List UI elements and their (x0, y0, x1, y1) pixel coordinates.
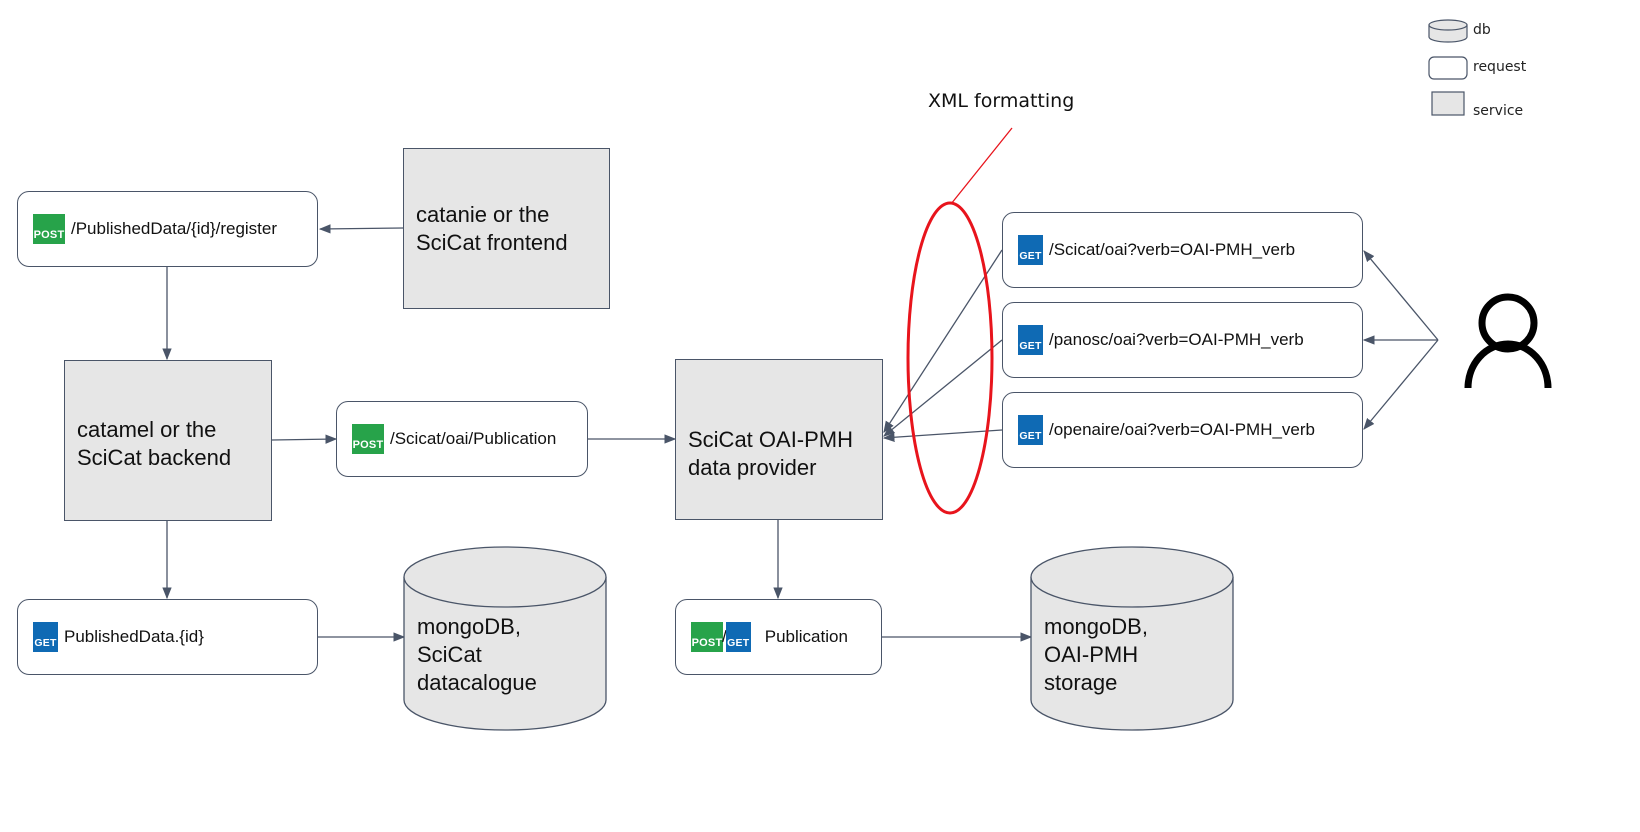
edge-panosc-oai-to-provider (883, 339, 1003, 437)
service-backend[interactable]: catamel or the SciCat backend (64, 360, 272, 521)
edge-frontend-to-register (318, 224, 404, 234)
get-method-badge: GET (1018, 415, 1043, 445)
legend-service-label: service (1473, 103, 1524, 119)
legend-db-icon (1428, 19, 1468, 43)
request-register[interactable]: POST /PublishedData/{id}/register (17, 191, 318, 267)
db-datacatalogue-label: mongoDB, SciCat datacalogue (417, 614, 537, 695)
edge-backend-to-publication-post (271, 434, 338, 444)
legend-service-icon (1431, 91, 1465, 116)
service-oai-pmh-provider[interactable]: SciCat OAI-PMH data provider (675, 359, 883, 520)
get-method-badge: GET (1018, 235, 1043, 265)
legend-db-label: db (1473, 22, 1491, 38)
edge-user-to-openaire-oai (1363, 339, 1439, 430)
request-publication-post[interactable]: POST /Scicat/oai/Publication (336, 401, 588, 477)
legend-request-label: request (1473, 59, 1527, 75)
post-method-badge: POST (33, 214, 65, 244)
get-method-badge: GET (33, 622, 58, 652)
request-scicat-oai[interactable]: GET /Scicat/oai?verb=OAI-PMH_verb (1002, 212, 1363, 288)
legend-request-icon (1428, 56, 1468, 80)
request-path: /openaire/oai?verb=OAI-PMH_verb (1049, 420, 1315, 439)
service-frontend[interactable]: catanie or the SciCat frontend (403, 148, 610, 309)
request-openaire-oai[interactable]: GET /openaire/oai?verb=OAI-PMH_verb (1002, 392, 1363, 468)
request-publication-post-get[interactable]: POST / GET Publication (675, 599, 882, 675)
xml-formatting-label: XML formatting (928, 90, 1075, 112)
post-method-badge: POST (352, 424, 384, 454)
request-path: Publication (764, 627, 848, 646)
request-path: PublishedData.{id} (64, 627, 204, 646)
request-path: /Scicat/oai/Publication (390, 429, 557, 448)
post-method-badge: POST (691, 622, 723, 652)
edge-openaire-oai-to-provider (882, 429, 1003, 442)
edge-scicat-oai-to-provider (883, 249, 1003, 433)
annotation-ellipse (906, 201, 994, 515)
request-panosc-oai[interactable]: GET /panosc/oai?verb=OAI-PMH_verb (1002, 302, 1363, 378)
edge-user-to-scicat-oai (1363, 250, 1439, 341)
get-method-badge: GET (725, 622, 751, 652)
request-published-data-get[interactable]: GET PublishedData.{id} (17, 599, 318, 675)
db-oai-storage-label: mongoDB, OAI-PMH storage (1044, 614, 1148, 695)
annotation-pointer-line (950, 127, 1013, 205)
user-icon (1464, 293, 1552, 389)
get-method-badge: GET (1018, 325, 1043, 355)
db-cylinder-oai-storage (1030, 546, 1234, 731)
request-path: /Scicat/oai?verb=OAI-PMH_verb (1049, 240, 1296, 259)
db-cylinder-datacatalogue (403, 546, 607, 731)
request-path: /PublishedData/{id}/register (71, 219, 278, 238)
method-separator: / (722, 627, 727, 646)
request-path: /panosc/oai?verb=OAI-PMH_verb (1049, 330, 1304, 349)
